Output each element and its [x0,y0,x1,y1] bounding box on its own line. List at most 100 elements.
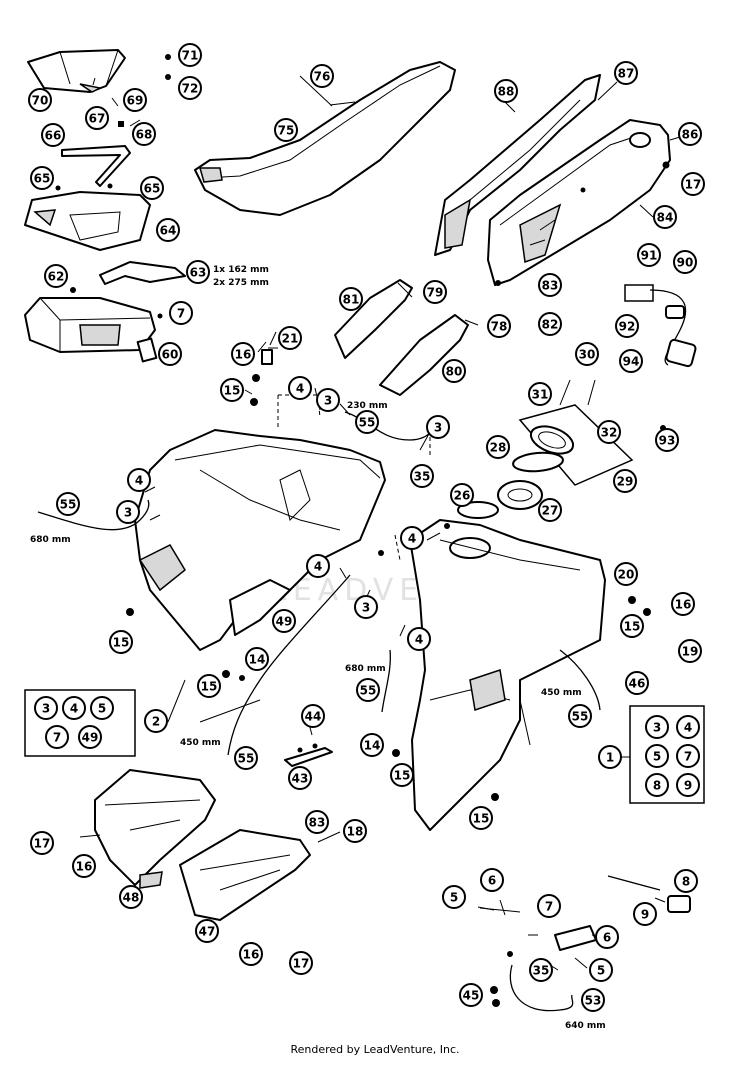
callout-3: 3 [426,415,450,439]
callout-circle [676,744,700,768]
callout-label: 15 [394,769,411,783]
callout-label: 55 [238,752,255,766]
callout-81: 81 [339,287,363,311]
callout-circle [288,376,312,400]
callout-label: 71 [182,49,199,63]
callout-circle [645,715,669,739]
callout-4: 4 [407,627,431,651]
callout-46: 46 [625,671,649,695]
callout-55: 55 [355,410,379,434]
callout-label: 84 [657,211,674,225]
footer-credit: Rendered by LeadVenture, Inc. [290,1043,460,1056]
dim-640: 640 mm [565,1021,606,1031]
callout-label: 83 [309,816,326,830]
callout-circle [619,349,643,373]
callout-88: 88 [494,79,518,103]
callout-label: 64 [160,224,177,238]
callout-label: 15 [113,636,130,650]
callout-label: 5 [597,964,605,978]
callout-26: 26 [450,483,474,507]
callout-circle [156,218,180,242]
callout-circle [655,428,679,452]
callout-48: 48 [119,885,143,909]
callout-label: 15 [624,620,641,634]
callout-label: 17 [293,957,310,971]
callout-label: 66 [45,129,62,143]
callout-7: 7 [169,301,193,325]
callout-circle [450,483,474,507]
callout-label: 29 [617,475,634,489]
callout-label: 31 [532,388,549,402]
callout-29: 29 [613,469,637,493]
callout-circle [487,314,511,338]
part-90-switch [624,284,697,368]
callout-17: 17 [289,951,313,975]
callout-49: 49 [78,725,102,749]
callout-label: 30 [579,348,596,362]
callout-circle [272,609,296,633]
callout-3: 3 [34,696,58,720]
callout-17: 17 [30,831,54,855]
callout-35: 35 [529,958,553,982]
callout-circle [486,435,510,459]
callout-circle [288,766,312,790]
hose-55-680-mid [381,649,392,713]
callout-7: 7 [537,894,561,918]
callout-76: 76 [310,64,334,88]
callout-label: 28 [490,441,507,455]
callout-label: 16 [76,860,93,874]
callout-4: 4 [288,376,312,400]
callout-19: 19 [678,639,702,663]
callout-9: 9 [676,773,700,797]
callout-circle [72,854,96,878]
callout-label: 15 [224,384,241,398]
callout-label: 90 [677,256,694,270]
callout-circle [178,76,202,100]
callout-label: 53 [585,994,602,1008]
callout-91: 91 [637,243,661,267]
callout-circle [30,166,54,190]
callout-label: 5 [450,891,458,905]
callout-72: 72 [178,76,202,100]
callout-circle [678,122,702,146]
callout-circle [637,243,661,267]
part-62-plate [24,287,163,363]
callout-label: 19 [682,645,699,659]
callout-64: 64 [156,218,180,242]
callout-circle [400,526,424,550]
callout-label: 45 [463,989,480,1003]
callout-circle [674,869,698,893]
callout-15: 15 [469,806,493,830]
callout-label: 1 [606,751,614,765]
part-66-strip [61,145,131,187]
callout-6: 6 [595,925,619,949]
callout-label: 16 [675,598,692,612]
callout-label: 32 [601,426,618,440]
dim-450-left: 450 mm [180,738,221,748]
callout-30: 30 [575,342,599,366]
callout-label: 9 [641,908,649,922]
callout-label: 21 [282,332,299,346]
callout-circle [615,314,639,338]
callout-label: 91 [641,249,658,263]
callout-circle [645,744,669,768]
callout-label: 16 [243,948,260,962]
callout-label: 17 [34,837,51,851]
callout-circle [28,88,52,112]
callout-circle [45,725,69,749]
callout-circle [90,696,114,720]
callout-circle [442,885,466,909]
callout-circle [85,106,109,130]
callout-3: 3 [116,500,140,524]
callout-4: 4 [62,696,86,720]
callout-5: 5 [589,958,613,982]
dim-680-left: 680 mm [30,535,71,545]
part-86-side-cover [487,119,671,286]
callout-label: 7 [684,750,692,764]
part-47-cover [179,829,311,921]
callout-circle [597,420,621,444]
callout-label: 69 [127,94,144,108]
callout-circle [355,410,379,434]
